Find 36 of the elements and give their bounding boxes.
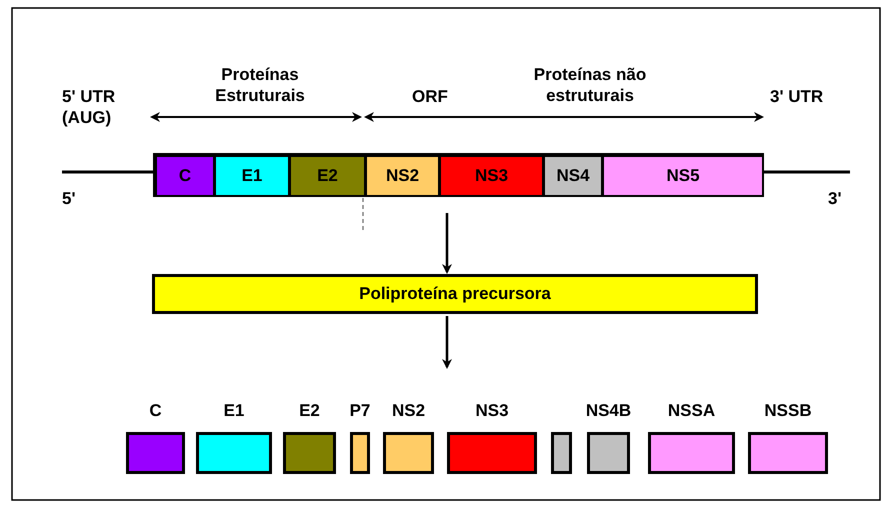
protein-box	[551, 432, 572, 474]
protein-label: C	[148, 400, 163, 421]
protein-box	[587, 432, 630, 474]
protein-label: NS4B	[584, 400, 632, 421]
protein-box	[283, 432, 336, 474]
protein-box	[350, 432, 370, 474]
protein-label: NS3	[474, 400, 510, 421]
gene-segment: E2	[291, 157, 367, 195]
gene-segment: C	[157, 157, 216, 195]
genome-bar	[153, 153, 764, 197]
end-label: 3'	[828, 188, 842, 209]
gene-segment: NS4	[545, 157, 604, 195]
protein-label: E2	[298, 400, 321, 421]
utr-label: 5' UTR (AUG)	[62, 86, 116, 128]
gene-segment: NS3	[441, 157, 545, 195]
arrow	[442, 316, 452, 369]
protein-label: NS2	[390, 400, 426, 421]
utr-label: 3' UTR	[770, 86, 824, 107]
protein-label: NSSA	[666, 400, 716, 421]
protein-box	[383, 432, 434, 474]
protein-box	[126, 432, 185, 474]
protein-box	[196, 432, 272, 474]
group-label: Proteínas Estruturais	[214, 64, 306, 106]
polyprotein-bar: Poliproteína precursora	[152, 274, 758, 314]
gene-segment: NS5	[604, 157, 762, 195]
group-label: Proteínas não estruturais	[532, 64, 648, 106]
gene-segment: E1	[216, 157, 291, 195]
protein-label: E1	[222, 400, 246, 421]
arrow	[442, 213, 452, 274]
end-label: 5'	[62, 188, 76, 209]
protein-box	[447, 432, 537, 474]
region-label: ORF	[411, 86, 449, 107]
protein-label: NSSB	[763, 400, 813, 421]
protein-box	[648, 432, 735, 474]
gene-segment: NS2	[367, 157, 441, 195]
protein-box	[748, 432, 828, 474]
